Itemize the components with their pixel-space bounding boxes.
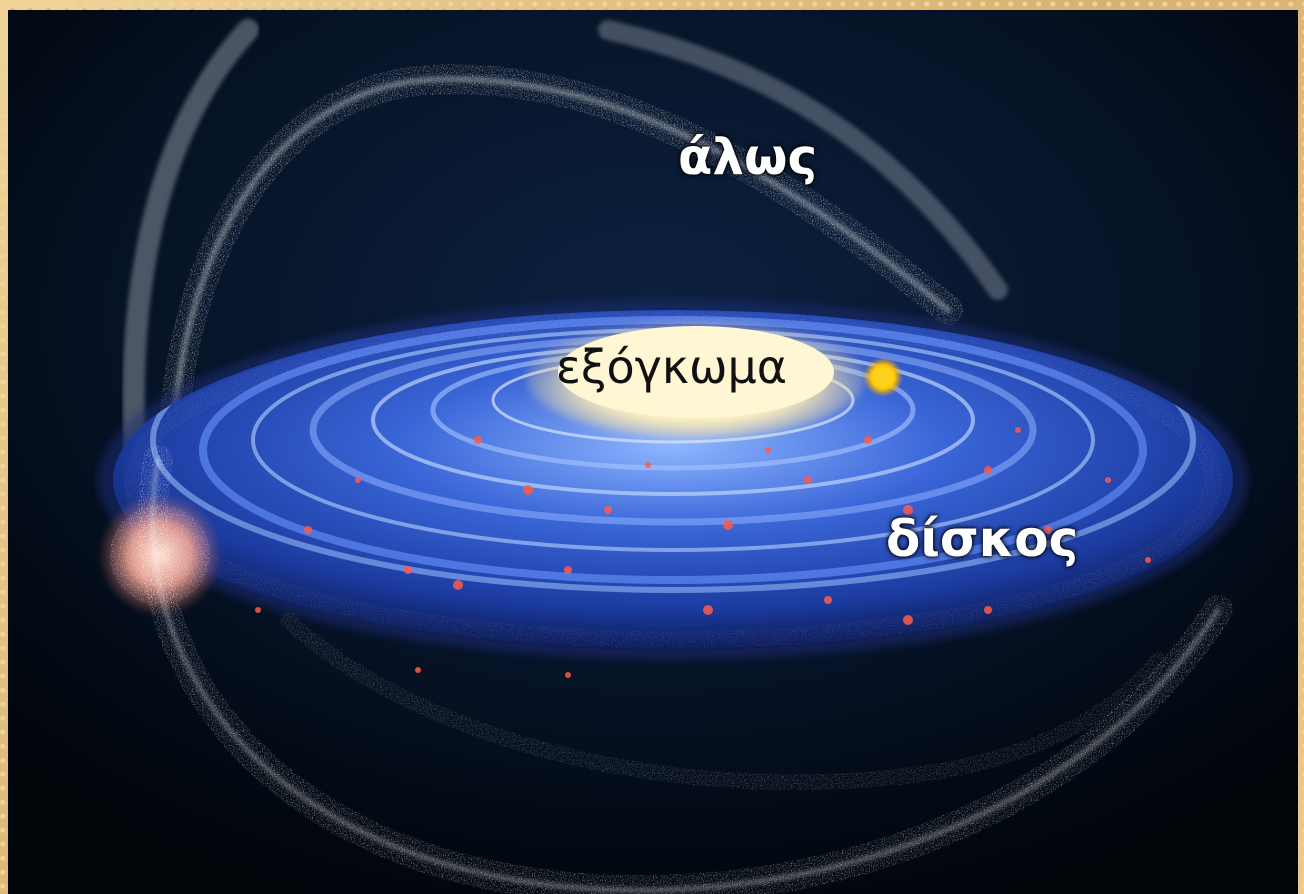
galactic-bulge bbox=[526, 318, 866, 438]
galaxy-diagram: άλως εξόγκωμα δίσκος bbox=[8, 10, 1298, 894]
galactic-disk bbox=[98, 300, 1248, 678]
disk-label: δίσκος bbox=[886, 510, 1079, 568]
bulge-label: εξόγκωμα bbox=[556, 340, 788, 394]
halo-stream-front bbox=[137, 445, 1233, 894]
galaxy-illustration bbox=[8, 10, 1298, 894]
sun-position-marker bbox=[863, 357, 903, 397]
halo-label: άλως bbox=[678, 128, 818, 186]
red-star-forming-regions bbox=[255, 427, 1151, 678]
